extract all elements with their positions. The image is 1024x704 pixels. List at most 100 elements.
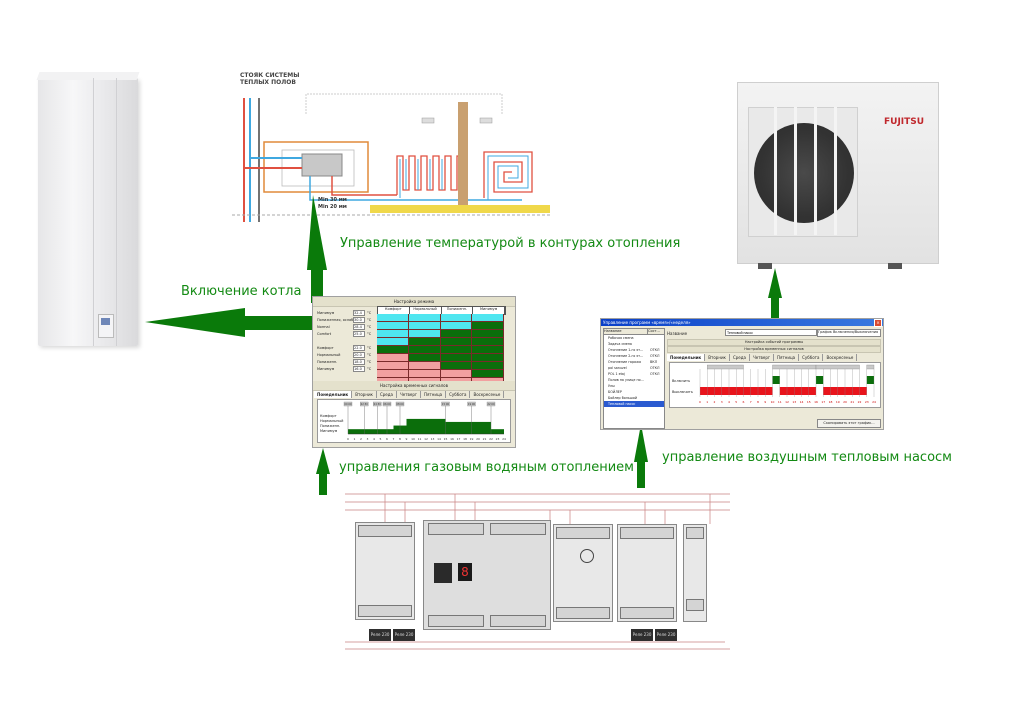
mode-matrix-cell[interactable] bbox=[377, 362, 409, 370]
setpoint-input[interactable]: 30.0 bbox=[353, 316, 365, 323]
mode-matrix-cell[interactable] bbox=[472, 346, 504, 354]
mode-matrix-cell[interactable] bbox=[377, 338, 409, 346]
setpoint-label: Минимум bbox=[317, 310, 335, 315]
mode-matrix-cell[interactable] bbox=[472, 370, 504, 378]
mode-matrix-cell[interactable] bbox=[440, 346, 473, 354]
program-list-item[interactable]: Полив на улице по... bbox=[604, 377, 664, 383]
mode-matrix-cell[interactable] bbox=[472, 338, 504, 346]
mode-matrix-cell[interactable] bbox=[408, 322, 441, 330]
list-header-name[interactable]: Название bbox=[604, 329, 622, 333]
time-marker-group[interactable] bbox=[772, 364, 817, 370]
program-list-item[interactable]: Отопление 1-го эт...ОТКЛ bbox=[604, 347, 664, 353]
program-type-select[interactable]: График Включения/Выключения bbox=[817, 329, 881, 337]
mode-matrix-cell[interactable] bbox=[408, 354, 441, 362]
mode-matrix-cell[interactable] bbox=[440, 362, 473, 370]
time-marker[interactable] bbox=[395, 401, 405, 407]
narrow-module bbox=[683, 524, 707, 622]
copy-schedule-button[interactable]: Скопировать этот график... bbox=[817, 419, 881, 428]
mode-matrix-cell[interactable] bbox=[408, 346, 441, 354]
mode-matrix-cell[interactable] bbox=[408, 370, 441, 378]
weekday-tab[interactable]: Суббота bbox=[799, 354, 824, 361]
weekday-tab[interactable]: Воскресенье bbox=[823, 354, 858, 361]
hour-tick-label: 23 bbox=[865, 400, 869, 404]
mode-matrix-cell[interactable] bbox=[377, 370, 409, 378]
mode-matrix-cell[interactable] bbox=[408, 330, 441, 338]
time-marker[interactable] bbox=[373, 401, 382, 407]
hour-tick-label: 24 bbox=[502, 437, 506, 441]
weekday-tab[interactable]: Вторник bbox=[705, 354, 730, 361]
mode-matrix-cell[interactable] bbox=[408, 314, 441, 322]
close-button[interactable]: × bbox=[874, 319, 882, 327]
program-list-item[interactable]: Рабочая смена bbox=[604, 335, 664, 341]
boiler-control-panel bbox=[98, 314, 114, 338]
program-list-item[interactable]: Отопление 2-го эт...ОТКЛ bbox=[604, 353, 664, 359]
section-signals[interactable]: Настройка временных сигналов bbox=[667, 346, 881, 353]
mode-matrix-cell[interactable] bbox=[377, 354, 409, 362]
weekday-tab[interactable]: Пятница bbox=[774, 354, 800, 361]
mode-matrix-cell[interactable] bbox=[440, 370, 473, 378]
time-marker-group[interactable] bbox=[866, 364, 875, 370]
mode-matrix-cell[interactable] bbox=[472, 362, 504, 370]
mode-matrix-cell[interactable] bbox=[408, 362, 441, 370]
mode-matrix-cell[interactable] bbox=[472, 314, 504, 322]
program-list-item[interactable]: Тепловой насос bbox=[604, 401, 664, 407]
time-marker-group[interactable] bbox=[815, 364, 860, 370]
setpoint-input[interactable]: 16.0 bbox=[353, 365, 365, 372]
weekday-tab[interactable]: Воскресенье bbox=[470, 391, 505, 398]
weekday-tab[interactable]: Суббота bbox=[446, 391, 471, 398]
time-marker-group[interactable] bbox=[707, 364, 744, 370]
mode-matrix-cell[interactable] bbox=[472, 322, 504, 330]
weekday-tab[interactable]: Четверг bbox=[397, 391, 421, 398]
setpoint-input[interactable]: 28.4 bbox=[353, 323, 365, 330]
setpoint-input[interactable]: 18.0 bbox=[353, 358, 365, 365]
setpoint-input[interactable]: 22.0 bbox=[353, 344, 365, 351]
weekday-tab[interactable]: Понедельник bbox=[667, 354, 706, 361]
mode-matrix-cell[interactable] bbox=[377, 346, 409, 354]
time-marker[interactable] bbox=[382, 401, 392, 407]
time-marker[interactable] bbox=[486, 401, 496, 407]
setpoint-input[interactable]: 20.0 bbox=[353, 351, 365, 358]
on-interval-bar bbox=[866, 376, 874, 384]
wiring-lines bbox=[345, 493, 730, 650]
weekday-tab[interactable]: Вторник bbox=[352, 391, 377, 398]
mode-matrix-cell[interactable] bbox=[440, 354, 473, 362]
weekday-tab[interactable]: Среда bbox=[377, 391, 397, 398]
setpoint-input[interactable]: 25.0 bbox=[353, 330, 365, 337]
weekday-tab[interactable]: Понедельник bbox=[314, 391, 353, 398]
setpoint-input[interactable]: 32.4 bbox=[353, 309, 365, 316]
mode-matrix-cell[interactable] bbox=[377, 330, 409, 338]
unit-label: °C bbox=[367, 345, 372, 350]
mode-matrix-cell[interactable] bbox=[377, 322, 409, 330]
mode-matrix-cell[interactable] bbox=[440, 322, 473, 330]
list-header-state[interactable]: Сост... bbox=[647, 329, 664, 334]
terminal-block bbox=[428, 615, 484, 627]
program-list-item[interactable]: Бойлер большой bbox=[604, 395, 664, 401]
program-list-item[interactable]: БОЙЛЕР bbox=[604, 389, 664, 395]
program-list-item[interactable]: Задача смена bbox=[604, 341, 664, 347]
weekday-tab[interactable]: Пятница bbox=[421, 391, 447, 398]
weekday-tab[interactable]: Четверг bbox=[750, 354, 774, 361]
weekday-tab[interactable]: Среда bbox=[730, 354, 750, 361]
mode-matrix-cell[interactable] bbox=[377, 314, 409, 322]
time-marker[interactable] bbox=[441, 401, 450, 407]
time-marker[interactable] bbox=[467, 401, 476, 407]
mode-matrix-cell[interactable] bbox=[440, 330, 473, 338]
mode-matrix-cell[interactable] bbox=[472, 330, 504, 338]
hour-tick-label: 10 bbox=[771, 400, 775, 404]
time-marker[interactable] bbox=[360, 401, 369, 407]
section-events[interactable]: Настройка событий программы bbox=[667, 339, 881, 346]
mode-matrix-cell[interactable] bbox=[472, 354, 504, 362]
hour-tick-label: 15 bbox=[807, 400, 811, 404]
title-bar: Управление программ «время»/«неделя» × bbox=[601, 319, 883, 327]
mode-matrix-cell[interactable] bbox=[440, 314, 473, 322]
floor-heating-diagram: СТОЯК СИСТЕМЫ ТЕПЛЫХ ПОЛОВ Min 30 мм Min… bbox=[232, 70, 550, 222]
terminal-block bbox=[490, 523, 546, 535]
program-name-input[interactable] bbox=[725, 329, 817, 336]
program-list-item[interactable]: Улы bbox=[604, 383, 664, 389]
mode-matrix-cell[interactable] bbox=[440, 338, 473, 346]
mode-matrix-cell[interactable] bbox=[408, 338, 441, 346]
time-marker[interactable] bbox=[343, 401, 353, 407]
